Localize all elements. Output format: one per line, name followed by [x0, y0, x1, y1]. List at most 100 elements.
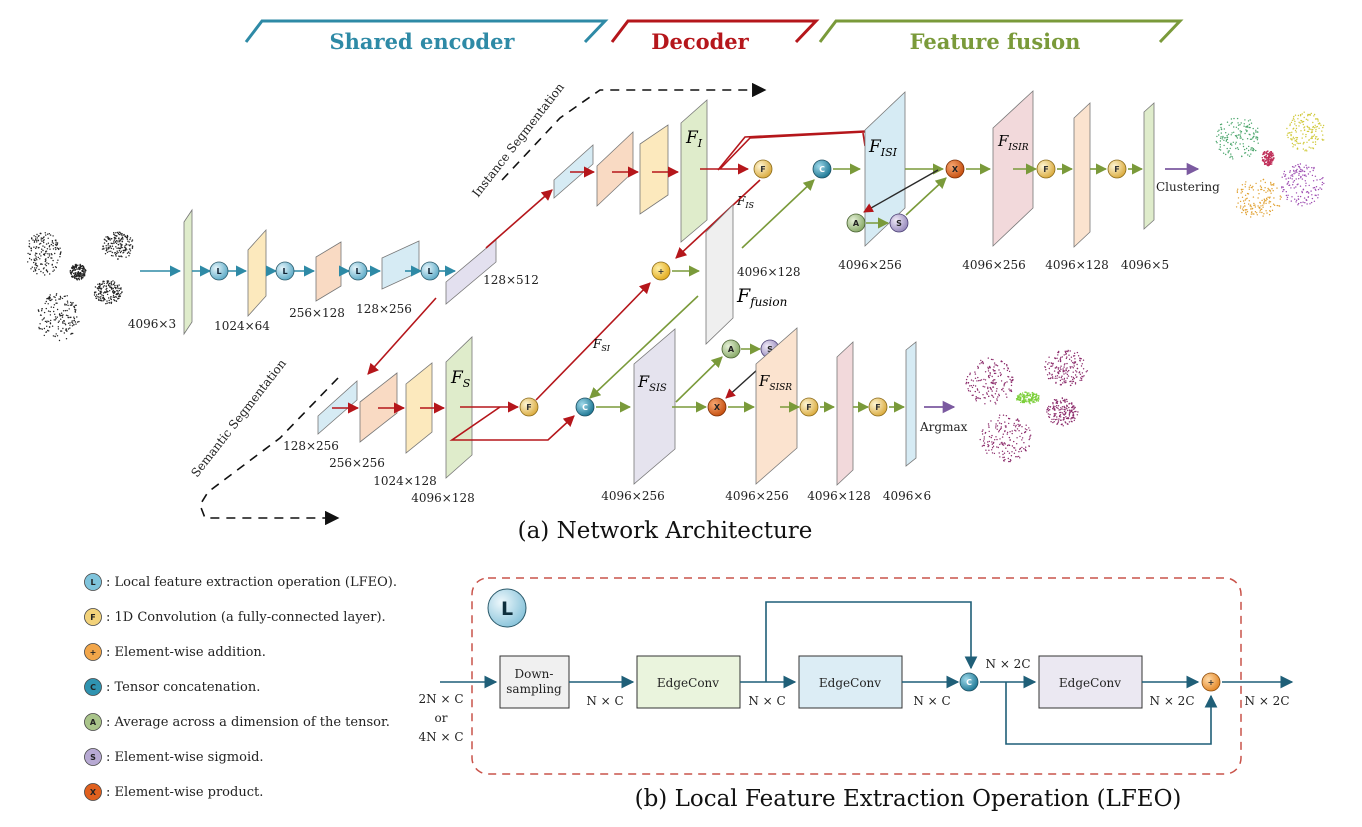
legend-glyph: S [90, 753, 96, 762]
svg-text:F: F [875, 403, 880, 412]
svg-text:L: L [501, 598, 513, 620]
lfeo-dim: N × 2C [1150, 694, 1195, 708]
lfeo-concat-op: C [959, 672, 979, 692]
label-ffusion: Ffusion [736, 285, 787, 309]
bottom-dim-labels: 4096×256 4096×256 4096×128 4096×6 [601, 489, 931, 503]
encoder-dim-labels: 4096×3 1024×64 256×128 128×256 128×512 [128, 273, 539, 333]
legend-glyph: A [90, 718, 97, 727]
lfeo-op: L [420, 261, 440, 281]
label-fisi: FISI [868, 137, 898, 159]
legend-glyph-icon [84, 783, 102, 801]
lfeo-dim: N × C [748, 694, 785, 708]
svg-text:F: F [806, 403, 811, 412]
legend-glyph-icon [84, 713, 102, 731]
encoder-layer-3 [315, 241, 342, 302]
svg-text:C: C [819, 165, 825, 174]
dim-label: 1024×64 [214, 319, 270, 333]
legend-item: L: Local feature extraction operation (L… [84, 573, 397, 591]
svg-text:EdgeConv: EdgeConv [1059, 676, 1121, 690]
output-semantic-cloud [965, 349, 1089, 463]
legend-glyph-icon [84, 608, 102, 626]
output-instance-cloud [1215, 111, 1325, 218]
legend-text: : 1D Convolution (a fully-connected laye… [106, 610, 386, 625]
dim-label: 4096×256 [838, 258, 902, 272]
label-fsisr: FSISR [758, 372, 792, 393]
instance-red-arrows [485, 130, 867, 249]
op-f-top-1: F [1036, 159, 1056, 179]
dim-label: 128×256 [356, 302, 412, 316]
op-product-bottom: X [707, 397, 727, 417]
op-sigmoid-top: S [889, 213, 909, 233]
encoder-layer-2 [247, 228, 267, 318]
op-f-bottom-1: F [799, 397, 819, 417]
fusion-layer-bot-out [905, 341, 917, 467]
svg-text:X: X [952, 165, 959, 174]
op-f-fs: F [519, 397, 539, 417]
legend: L: Local feature extraction operation (L… [84, 573, 397, 801]
svg-text:L: L [216, 267, 221, 276]
edgeconv-box-1 [636, 655, 741, 709]
op-add-fusion: + [651, 261, 671, 281]
sem-layer-fs [445, 336, 473, 479]
legend-item: F : 1D Convolution (a fully-connected lay… [84, 608, 386, 626]
legend-item: S : Element-wise sigmoid. [84, 748, 264, 766]
top-dim-labels: 4096×256 4096×256 4096×128 4096×5 [838, 258, 1169, 272]
lfeo-input-bottom: 4N × C [419, 730, 464, 744]
encoder-layers [183, 208, 497, 336]
op-f-fi: F [753, 159, 773, 179]
svg-text:S: S [767, 345, 773, 354]
lfeo-input-top: 2N × C [419, 692, 464, 706]
lfeo-badge: L [487, 588, 527, 628]
legend-item: A: Average across a dimension of the ten… [84, 713, 390, 731]
dim-label: 256×256 [329, 456, 385, 470]
svg-text:F: F [526, 403, 531, 412]
fusion-layer-fsis [633, 328, 676, 485]
lfeo-input-or: or [435, 711, 448, 725]
dim-label: 4096×256 [962, 258, 1026, 272]
dim-label: 4096×256 [725, 489, 789, 503]
lfeo-add-op: + [1201, 672, 1221, 692]
dim-label: 256×128 [289, 306, 345, 320]
dim-label: 4096×128 [411, 491, 475, 505]
lfeo-dim: N × 2C [1245, 694, 1290, 708]
svg-text:F: F [1043, 165, 1048, 174]
branch-label-semantic: Semantic Segmentation [188, 356, 289, 480]
op-f-top-2: F [1107, 159, 1127, 179]
dim-label: 1024×128 [373, 474, 437, 488]
edgeconv-box-3 [1038, 655, 1143, 709]
caption-a: (a) Network Architecture [518, 518, 813, 544]
lfeo-op: L [209, 261, 229, 281]
section-header-decoder: Decoder [610, 19, 820, 54]
section-title-decoder: Decoder [651, 29, 749, 54]
svg-text:A: A [853, 219, 860, 228]
legend-text: : Element-wise sigmoid. [106, 750, 264, 765]
branch-label-instance: Instance Segmentation [469, 80, 567, 200]
label-fi: FI [685, 128, 703, 150]
legend-glyph-icon [84, 643, 102, 661]
sem-layer-3 [405, 362, 433, 454]
semantic-branch-label: Semantic Segmentation [188, 356, 340, 526]
label-fis: FIS [736, 194, 754, 210]
fusion-layer-top-out [1143, 102, 1155, 230]
legend-item: X: Element-wise product. [84, 783, 263, 801]
legend-glyph-icon [84, 573, 102, 591]
lfeo-dim: N × 2C [986, 657, 1031, 671]
fusion-layer-top-fc [1073, 102, 1091, 248]
dim-label: 4096×3 [128, 317, 176, 331]
legend-glyph: F [90, 613, 95, 622]
label-fsis: FSIS [637, 372, 667, 394]
dim-label: 4096×128 [1045, 258, 1109, 272]
dim-label: 4096×256 [601, 489, 665, 503]
lfeo-dashed-frame [471, 577, 1242, 775]
svg-text:F: F [1114, 165, 1119, 174]
encoder-layer-1 [183, 208, 193, 336]
svg-text:L: L [355, 267, 360, 276]
op-concat-top: C [812, 159, 832, 179]
svg-text:+: + [658, 267, 665, 276]
downsampling-box [499, 655, 570, 709]
op-f-bottom-2: F [868, 397, 888, 417]
fusion-layer [705, 204, 734, 345]
svg-text:S: S [896, 219, 902, 228]
section-header-fusion: Feature fusion [818, 19, 1184, 54]
legend-glyph: X [90, 788, 97, 797]
